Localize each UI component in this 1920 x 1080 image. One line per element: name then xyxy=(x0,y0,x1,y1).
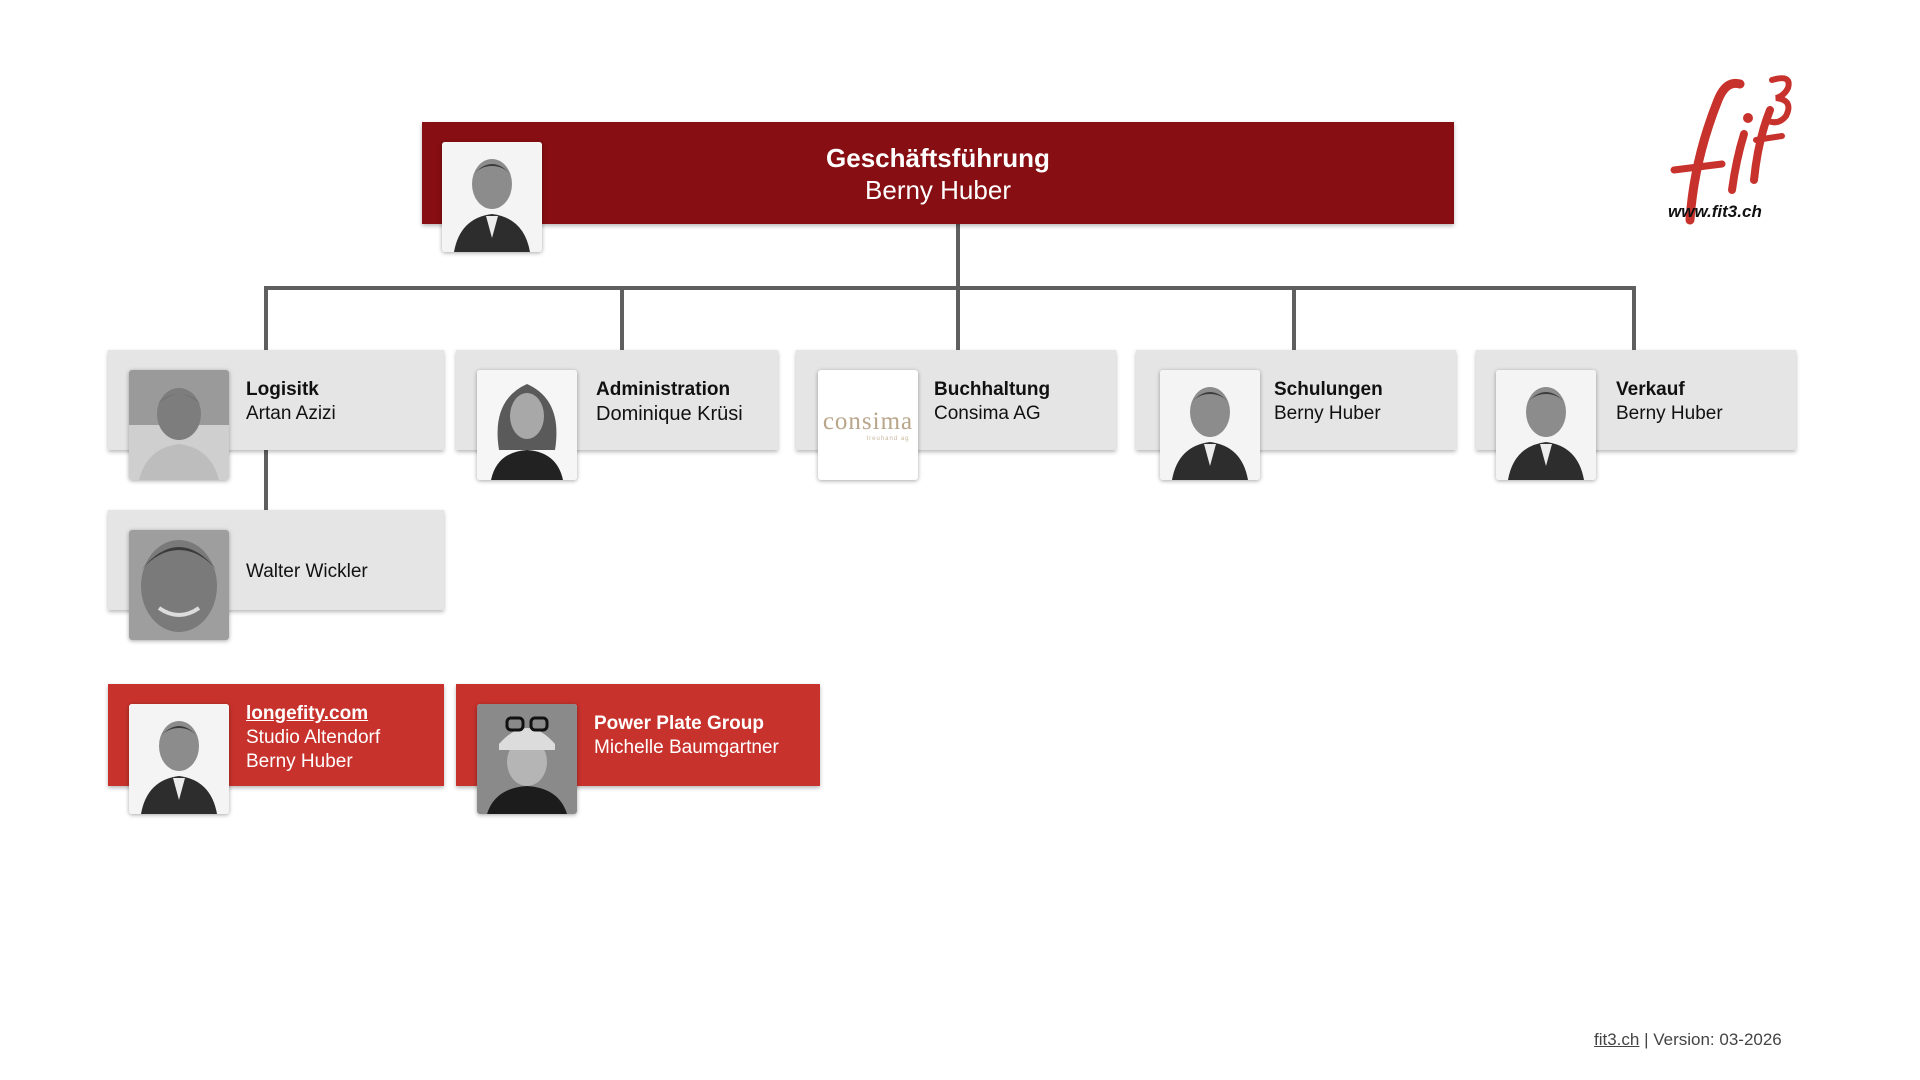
portrait-icon xyxy=(477,370,577,480)
administration-text: Administration Dominique Krüsi xyxy=(596,378,743,426)
portrait-icon xyxy=(1160,370,1260,480)
portrait-icon xyxy=(442,142,542,252)
administration-title: Administration xyxy=(596,379,731,400)
photo-artan-azizi xyxy=(129,370,229,480)
box-geschaeftsfuehrung: Geschäftsführung Berny Huber xyxy=(422,122,1454,224)
photo-berny-huber-schulungen xyxy=(1160,370,1260,480)
photo-michelle-baumgartner xyxy=(477,704,577,814)
photo-consima-logo: consima treuhand ag xyxy=(818,370,918,480)
connector-administration xyxy=(620,286,624,350)
consima-logo-subtext: treuhand ag xyxy=(866,436,910,442)
connector-horizontal xyxy=(264,286,1636,290)
footer-version: | Version: 03-2026 xyxy=(1639,1030,1782,1049)
powerplate-text: Power Plate Group Michelle Baumgartner xyxy=(594,712,779,760)
logo-url: www.fit3.ch xyxy=(1668,202,1762,221)
footer-link[interactable]: fit3.ch xyxy=(1594,1030,1640,1049)
connector-buchhaltung xyxy=(956,286,960,350)
connector-logistik-sub xyxy=(264,450,268,510)
geschaeftsfuehrung-name: Berny Huber xyxy=(865,175,1011,205)
photo-walter-wickler xyxy=(129,530,229,640)
portrait-icon xyxy=(129,530,229,640)
longefity-link[interactable]: longefity.com xyxy=(246,703,369,724)
verkauf-text: Verkauf Berny Huber xyxy=(1616,378,1723,426)
schulungen-title: Schulungen xyxy=(1274,379,1383,400)
verkauf-name: Berny Huber xyxy=(1616,403,1723,424)
buchhaltung-name: Consima AG xyxy=(934,403,1041,424)
longefity-studio: Studio Altendorf xyxy=(246,727,381,748)
logistik-name: Artan Azizi xyxy=(246,403,336,424)
connector-top-down xyxy=(956,224,960,290)
geschaeftsfuehrung-text: Geschäftsführung Berny Huber xyxy=(422,142,1454,206)
photo-berny-huber-longefity xyxy=(129,704,229,814)
walter-wickler-text: Walter Wickler xyxy=(246,560,368,584)
portrait-icon xyxy=(129,370,229,480)
consima-logo-text: consima xyxy=(822,408,914,435)
portrait-icon xyxy=(129,704,229,814)
logistik-text: Logisitk Artan Azizi xyxy=(246,378,336,426)
photo-berny-huber-verkauf xyxy=(1496,370,1596,480)
administration-name: Dominique Krüsi xyxy=(596,403,743,425)
connector-verkauf xyxy=(1632,286,1636,350)
walter-wickler-name: Walter Wickler xyxy=(246,561,368,582)
portrait-icon xyxy=(1496,370,1596,480)
photo-berny-huber-top xyxy=(442,142,542,252)
footer: fit3.ch | Version: 03-2026 xyxy=(1594,1030,1782,1050)
connector-schulungen xyxy=(1292,286,1296,350)
powerplate-title: Power Plate Group xyxy=(594,713,764,734)
buchhaltung-title: Buchhaltung xyxy=(934,379,1051,400)
geschaeftsfuehrung-title: Geschäftsführung xyxy=(826,143,1050,173)
longefity-name: Berny Huber xyxy=(246,751,353,772)
verkauf-title: Verkauf xyxy=(1616,379,1685,400)
fit3-logo-icon xyxy=(1670,75,1792,225)
schulungen-text: Schulungen Berny Huber xyxy=(1274,378,1383,426)
longefity-text: longefity.com Studio Altendorf Berny Hub… xyxy=(246,702,380,774)
schulungen-name: Berny Huber xyxy=(1274,403,1381,424)
portrait-icon xyxy=(477,704,577,814)
powerplate-name: Michelle Baumgartner xyxy=(594,737,779,758)
connector-logistik xyxy=(264,286,268,350)
buchhaltung-text: Buchhaltung Consima AG xyxy=(934,378,1050,426)
logistik-title: Logisitk xyxy=(246,379,319,400)
photo-dominique-kruesi xyxy=(477,370,577,480)
